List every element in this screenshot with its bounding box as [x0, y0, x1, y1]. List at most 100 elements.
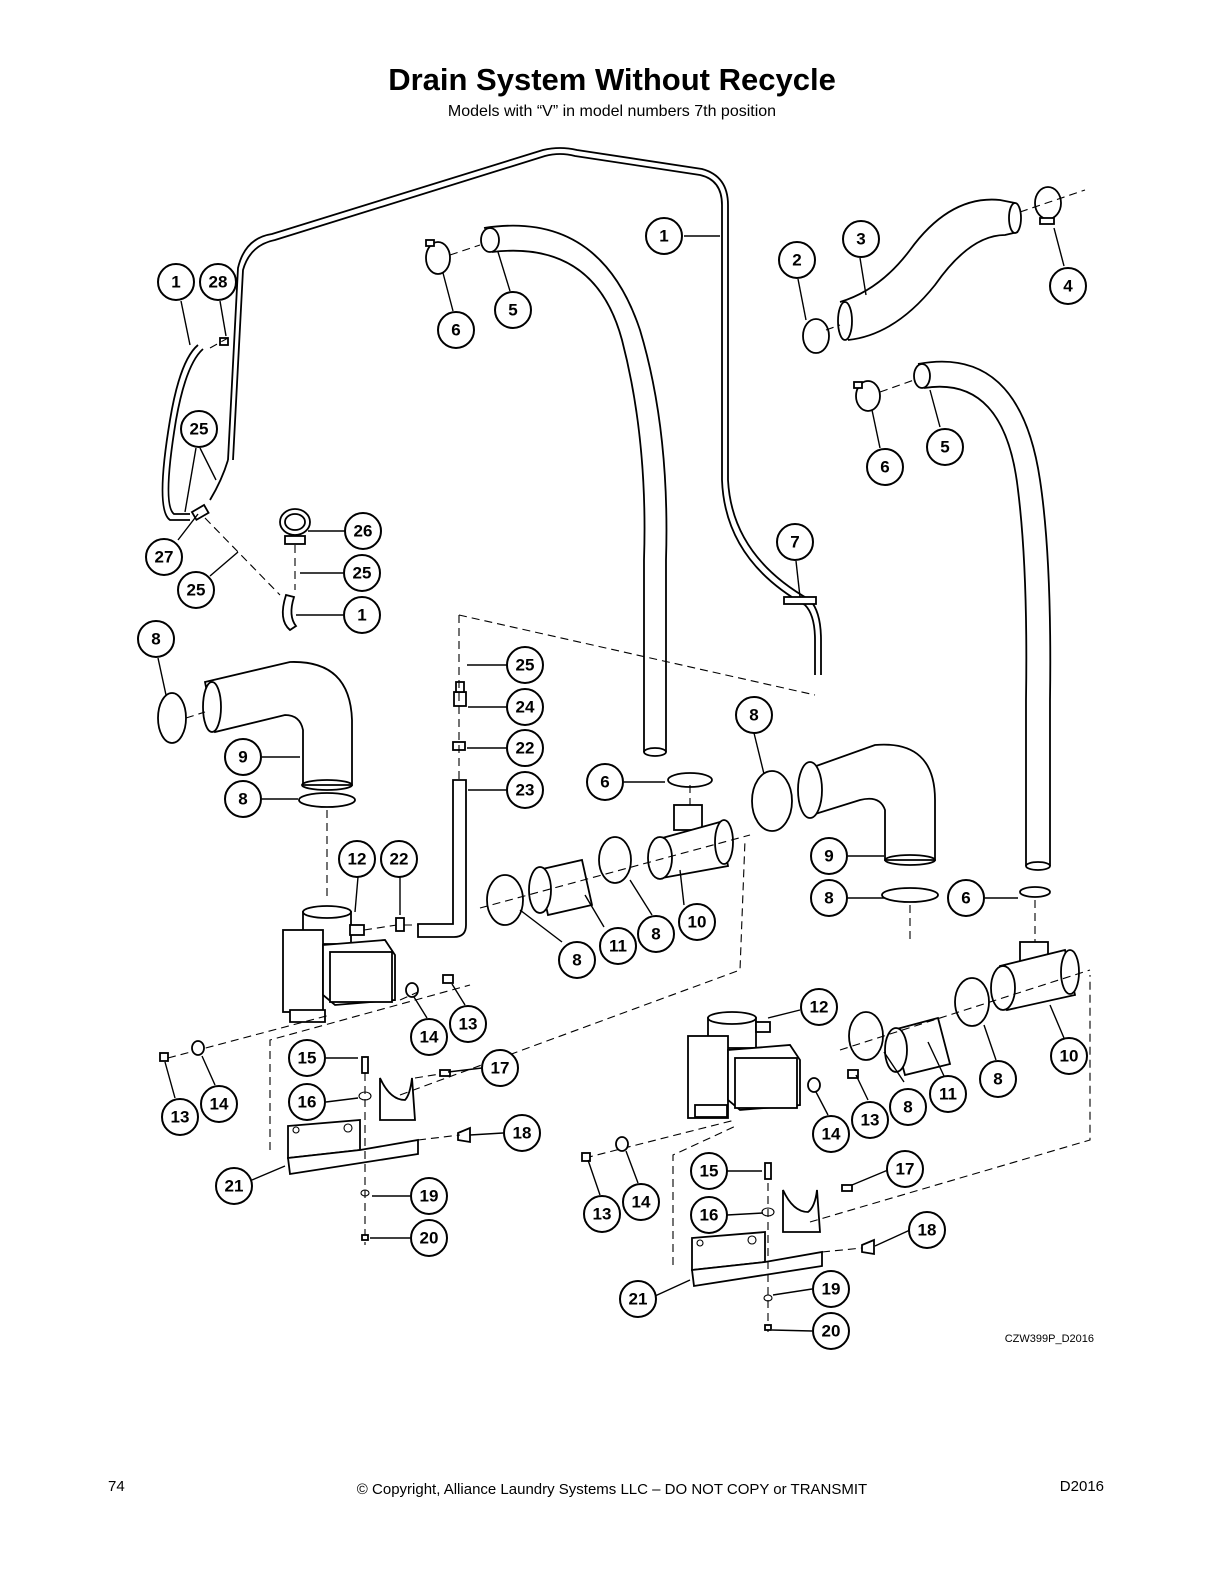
callout-15: 15	[690, 1152, 728, 1190]
callout-1: 1	[157, 263, 195, 301]
svg-text:13: 13	[593, 1205, 612, 1224]
svg-text:17: 17	[896, 1160, 915, 1179]
callout-5: 5	[494, 291, 532, 329]
svg-text:27: 27	[155, 548, 174, 567]
callout-5: 5	[926, 428, 964, 466]
svg-text:12: 12	[348, 850, 367, 869]
svg-text:16: 16	[700, 1206, 719, 1225]
callout-1: 1	[343, 596, 381, 634]
callout-23: 23	[506, 771, 544, 809]
svg-text:1: 1	[171, 273, 180, 292]
svg-text:8: 8	[151, 630, 160, 649]
y-fitting	[190, 337, 281, 596]
callout-22: 22	[380, 840, 418, 878]
left-tee-assembly	[479, 772, 751, 926]
callout-25: 25	[180, 410, 218, 448]
svg-text:13: 13	[459, 1015, 478, 1034]
svg-text:12: 12	[810, 998, 829, 1017]
callout-11: 11	[599, 927, 637, 965]
callout-8: 8	[224, 780, 262, 818]
svg-text:8: 8	[993, 1070, 1002, 1089]
callout-20: 20	[812, 1312, 850, 1350]
callout-8: 8	[558, 941, 596, 979]
svg-text:19: 19	[420, 1187, 439, 1206]
callout-9: 9	[224, 738, 262, 776]
callout-25: 25	[177, 571, 215, 609]
svg-text:7: 7	[790, 533, 799, 552]
callout-16: 16	[690, 1196, 728, 1234]
svg-text:25: 25	[353, 564, 372, 583]
elbow-fitting	[281, 593, 298, 632]
svg-text:21: 21	[629, 1290, 648, 1309]
callout-28: 28	[199, 263, 237, 301]
leader-lines	[157, 227, 1065, 1332]
callout-14: 14	[410, 1018, 448, 1056]
callout-12: 12	[338, 840, 376, 878]
callout-6: 6	[586, 763, 624, 801]
svg-text:8: 8	[749, 706, 758, 725]
copyright-notice: © Copyright, Alliance Laundry Systems LL…	[356, 1481, 868, 1498]
left-drain-valve	[282, 905, 420, 1023]
document-code: D2016	[1059, 1478, 1104, 1495]
callout-18: 18	[908, 1211, 946, 1249]
svg-text:2: 2	[792, 251, 801, 270]
callout-10: 10	[678, 903, 716, 941]
callout-15: 15	[288, 1039, 326, 1077]
small-hose-loop	[161, 344, 229, 521]
callout-8: 8	[735, 696, 773, 734]
svg-text:25: 25	[516, 656, 535, 675]
svg-text:14: 14	[822, 1125, 841, 1144]
svg-text:21: 21	[225, 1177, 244, 1196]
svg-text:13: 13	[171, 1108, 190, 1127]
page-subtitle: Models with “V” in model numbers 7th pos…	[447, 103, 777, 120]
callout-16: 16	[288, 1083, 326, 1121]
svg-text:22: 22	[390, 850, 409, 869]
svg-text:1: 1	[357, 606, 366, 625]
pressure-switch	[279, 508, 311, 590]
callout-25: 25	[506, 646, 544, 684]
svg-text:15: 15	[700, 1162, 719, 1181]
left-elbow	[157, 661, 356, 900]
svg-text:20: 20	[420, 1229, 439, 1248]
svg-text:24: 24	[516, 698, 535, 717]
callout-17: 17	[886, 1150, 924, 1188]
svg-text:4: 4	[1063, 277, 1073, 296]
callout-19: 19	[410, 1177, 448, 1215]
callout-8: 8	[637, 915, 675, 953]
hose-clamp-top-center	[425, 239, 481, 275]
callout-8: 8	[889, 1088, 927, 1126]
svg-text:1: 1	[659, 227, 668, 246]
svg-text:10: 10	[688, 913, 707, 932]
callout-14: 14	[812, 1115, 850, 1153]
right-drain-hose	[853, 360, 1052, 871]
svg-text:5: 5	[940, 438, 949, 457]
svg-text:22: 22	[516, 739, 535, 758]
right-tee-assembly	[839, 886, 1091, 1077]
callout-18: 18	[503, 1114, 541, 1152]
svg-text:6: 6	[880, 458, 889, 477]
left-mount-bracket	[159, 839, 746, 1245]
svg-text:6: 6	[961, 889, 970, 908]
callout-19: 19	[812, 1270, 850, 1308]
s-hose-right	[802, 186, 1086, 354]
svg-text:6: 6	[451, 321, 460, 340]
overhead-hose	[227, 147, 822, 675]
svg-text:15: 15	[298, 1049, 317, 1068]
svg-text:23: 23	[516, 781, 535, 800]
svg-text:9: 9	[824, 847, 833, 866]
callout-17: 17	[481, 1049, 519, 1087]
callout-21: 21	[619, 1280, 657, 1318]
svg-text:18: 18	[918, 1221, 937, 1240]
svg-text:5: 5	[508, 301, 517, 320]
callout-13: 13	[583, 1195, 621, 1233]
svg-text:25: 25	[187, 581, 206, 600]
callout-14: 14	[622, 1183, 660, 1221]
svg-text:18: 18	[513, 1124, 532, 1143]
callout-4: 4	[1049, 267, 1087, 305]
right-elbow	[751, 743, 939, 940]
callout-6: 6	[437, 311, 475, 349]
callout-8: 8	[137, 620, 175, 658]
svg-text:8: 8	[824, 889, 833, 908]
page-title: Drain System Without Recycle	[388, 62, 836, 97]
svg-text:3: 3	[856, 230, 865, 249]
